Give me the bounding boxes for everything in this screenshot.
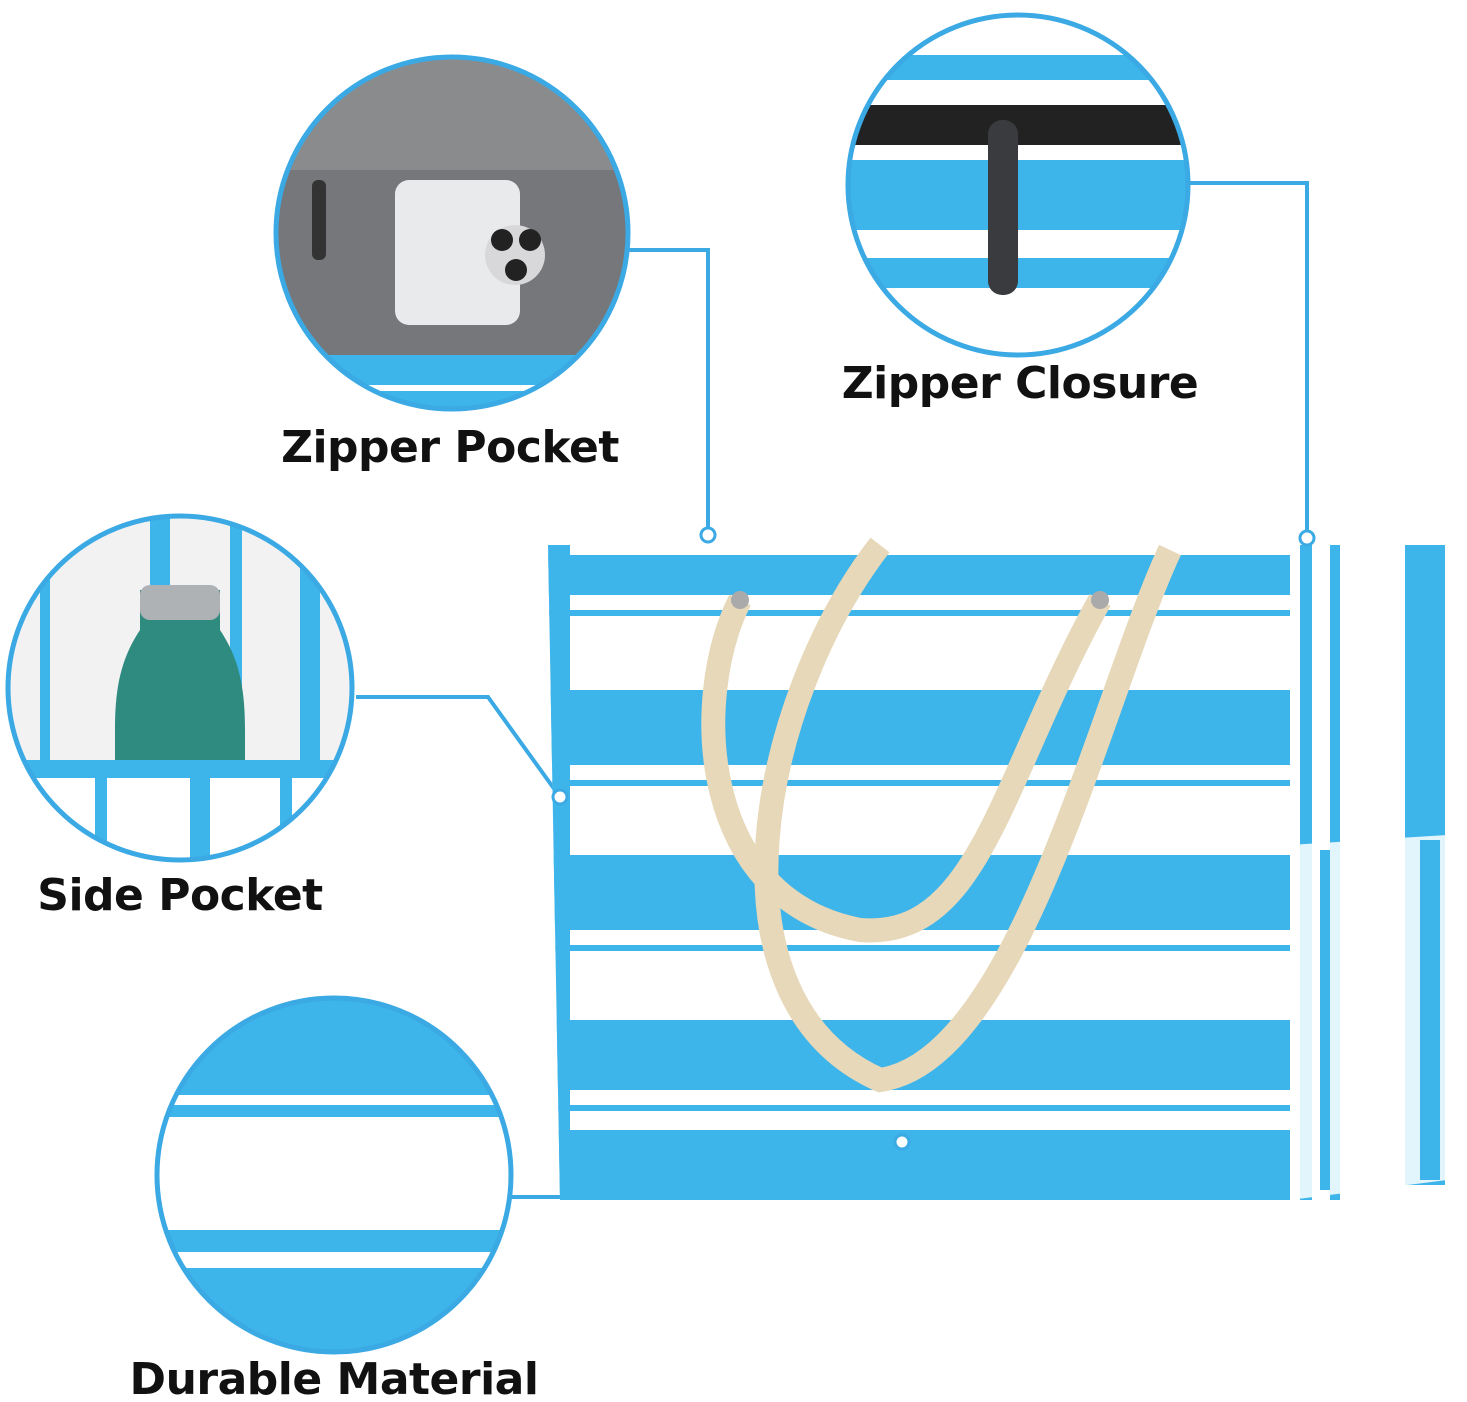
side-pocket-label: Side Pocket (37, 870, 323, 921)
zipper-pocket-detail-image (278, 59, 626, 407)
side-pocket-detail-image (10, 518, 350, 858)
durable-material-label: Durable Material (129, 1354, 539, 1402)
zipper-pocket-label: Zipper Pocket (281, 422, 619, 473)
tote-bag-image (548, 537, 1447, 1200)
zipper-closure-detail-image (850, 17, 1186, 353)
connector-dots (551, 526, 1316, 1151)
zipper-closure-label: Zipper Closure (841, 358, 1199, 409)
